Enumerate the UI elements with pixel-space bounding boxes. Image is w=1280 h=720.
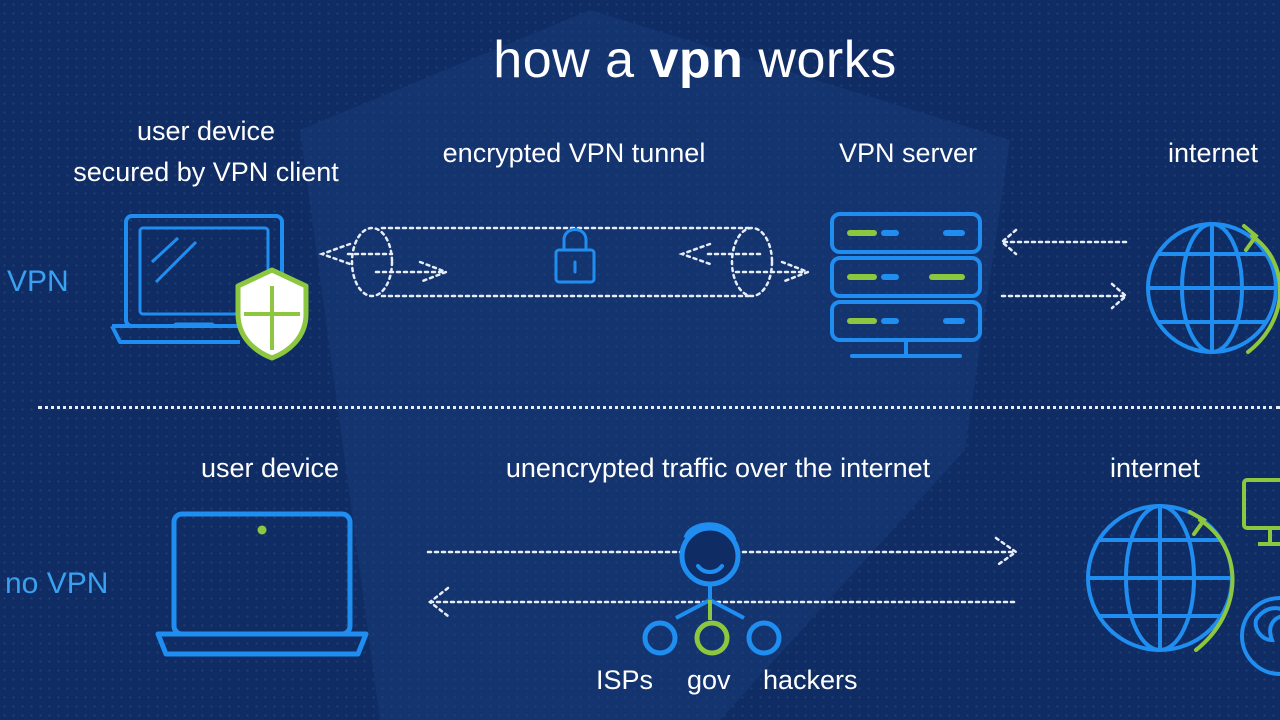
encrypted-tunnel-icon	[318, 226, 812, 298]
server-icon	[830, 212, 982, 358]
page-title: how a vpn works	[0, 30, 1280, 90]
monitor-icon	[1242, 478, 1280, 546]
novpn-internet-label: internet	[1109, 453, 1201, 483]
firefox-icon	[1240, 596, 1280, 676]
vpn-device-label: user device secured by VPN client	[56, 116, 356, 188]
vpn-device-label-line1: user device	[136, 116, 276, 146]
unencrypted-traffic-label: unencrypted traffic over the internet	[505, 453, 931, 483]
vpn-side-label: VPN	[7, 265, 69, 298]
vpn-device-label-line2: secured by VPN client	[73, 157, 339, 187]
vpn-server-label: VPN server	[838, 138, 978, 168]
actor-isps-label: ISPs	[596, 665, 654, 695]
person-icon	[675, 522, 745, 620]
laptop-icon	[155, 511, 369, 657]
isps-node	[642, 620, 678, 656]
vpn-internet-label: internet	[1167, 138, 1259, 168]
lock-icon	[554, 228, 596, 284]
actor-gov-label: gov	[687, 665, 731, 695]
actor-hackers-label: hackers	[763, 665, 858, 695]
webcam-dot	[257, 525, 267, 535]
shield-icon	[235, 267, 309, 361]
title-suffix: works	[743, 31, 897, 89]
title-bold: vpn	[649, 31, 744, 89]
gov-node	[694, 620, 730, 656]
row-divider	[38, 406, 1280, 409]
title-prefix: how a	[493, 31, 650, 89]
laptop-icon	[110, 214, 284, 344]
novpn-device-label: user device	[200, 453, 340, 483]
server-internet-arrows	[1000, 228, 1128, 310]
globe-icon	[1146, 222, 1278, 354]
novpn-side-label: no VPN	[5, 567, 109, 600]
refresh-arrow-icon	[1188, 510, 1235, 652]
tunnel-label: encrypted VPN tunnel	[442, 138, 706, 168]
hackers-node	[746, 620, 782, 656]
